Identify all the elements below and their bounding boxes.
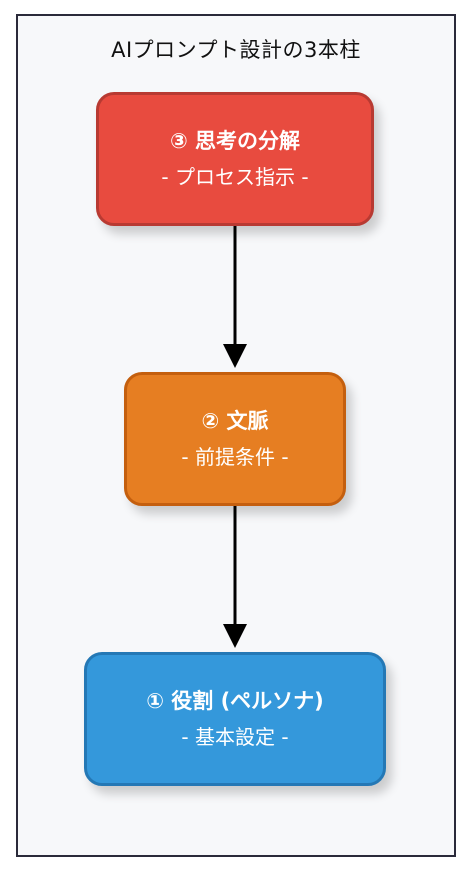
node-role-persona: ① 役割 (ペルソナ) - 基本設定 - <box>84 652 386 786</box>
diagram-title: AIプロンプト設計の3本柱 <box>111 38 361 62</box>
node-heading: ① 役割 (ペルソナ) <box>146 689 324 713</box>
node-thinking-decomposition: ③ 思考の分解 - プロセス指示 - <box>96 92 374 226</box>
node-heading: ③ 思考の分解 <box>169 129 301 153</box>
node-subtitle: - 基本設定 - <box>181 725 289 749</box>
node-subtitle: - 前提条件 - <box>181 445 289 469</box>
node-heading: ② 文脈 <box>201 409 269 433</box>
node-subtitle: - プロセス指示 - <box>161 165 309 189</box>
node-context: ② 文脈 - 前提条件 - <box>124 372 346 506</box>
